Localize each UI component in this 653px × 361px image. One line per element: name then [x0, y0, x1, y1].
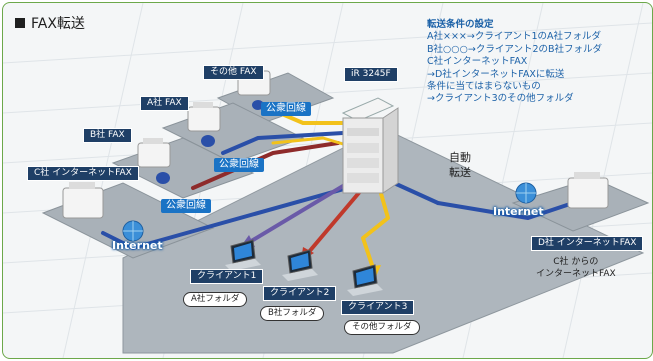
auto-forward-label: 自動 転送: [449, 150, 471, 180]
copier-ir3245f: [341, 97, 399, 194]
public-line-label: 公衆回線: [261, 102, 311, 116]
internet-globe-icon: [515, 182, 537, 204]
rules-heading: 転送条件の設定: [427, 19, 494, 30]
fax-label-c: C社 インターネットFAX: [27, 166, 139, 181]
d-fax-caption: C社 からの インターネットFAX: [536, 256, 616, 280]
laptop-icon: [282, 249, 318, 281]
d-fax-caption-line: インターネットFAX: [536, 269, 616, 279]
folder-label: その他フォルダ: [344, 320, 420, 335]
rule-line: B社○○○→クライアント2のB社フォルダ: [427, 43, 603, 55]
phone-icon: [201, 135, 215, 147]
arrow-to-client2: [306, 186, 365, 255]
internet-label: Internet: [493, 205, 544, 218]
fax-label-a: A社 FAX: [140, 96, 189, 111]
client-label: クライアント2: [263, 286, 337, 301]
device-label: iR 3245F: [344, 67, 398, 82]
fax-label-b: B社 FAX: [83, 128, 132, 143]
public-line-label: 公衆回線: [161, 199, 211, 213]
client-label: クライアント1: [190, 269, 264, 284]
fax-machine-a: [187, 102, 221, 132]
title-square-icon: [15, 18, 25, 28]
line-c-internet: [101, 176, 440, 250]
line-b-public: [191, 141, 340, 190]
rule-line: →クライアント3のその他フォルダ: [427, 93, 574, 105]
rule-line: A社×××→クライアント1のA社フォルダ: [427, 31, 602, 43]
arrow-to-client3: [361, 181, 390, 270]
internet-label: Internet: [112, 239, 163, 252]
fax-machine-b: [137, 138, 171, 168]
fax-label-other: その他 FAX: [203, 65, 264, 80]
rule-line: C社インターネットFAX: [427, 56, 528, 68]
page-title-text: FAX転送: [31, 16, 85, 32]
client-label: クライアント3: [341, 300, 415, 315]
folder-label: A社フォルダ: [183, 292, 248, 307]
internet-globe-icon: [122, 220, 144, 242]
rule-line: 条件に当てはまらないもの: [427, 81, 541, 93]
network-diagram: [3, 3, 652, 358]
auto-forward-line: 転送: [449, 166, 471, 179]
fax-label-d: D社 インターネットFAX: [531, 236, 644, 251]
laptop-icon: [347, 264, 383, 296]
network-floor: [122, 127, 645, 354]
rule-line: →D社インターネットFAXに転送: [427, 68, 565, 80]
public-line-label: 公衆回線: [214, 158, 264, 172]
d-fax-caption-line: C社 からの: [553, 257, 599, 267]
auto-forward-line: 自動: [449, 151, 471, 164]
arrow-to-client1: [246, 181, 350, 245]
folder-label: B社フォルダ: [260, 306, 325, 321]
forwarding-rules: 転送条件の設定 A社×××→クライアント1のA社フォルダ B社○○○→クライアン…: [427, 19, 602, 106]
fax-machine-d: [567, 172, 609, 209]
line-a-public: [221, 131, 345, 155]
fax-machine-c: [62, 182, 104, 219]
laptop-icon: [225, 239, 261, 271]
line-d-internet: [436, 201, 575, 220]
page-title: FAX転送: [15, 13, 85, 33]
phone-icon: [156, 172, 170, 184]
